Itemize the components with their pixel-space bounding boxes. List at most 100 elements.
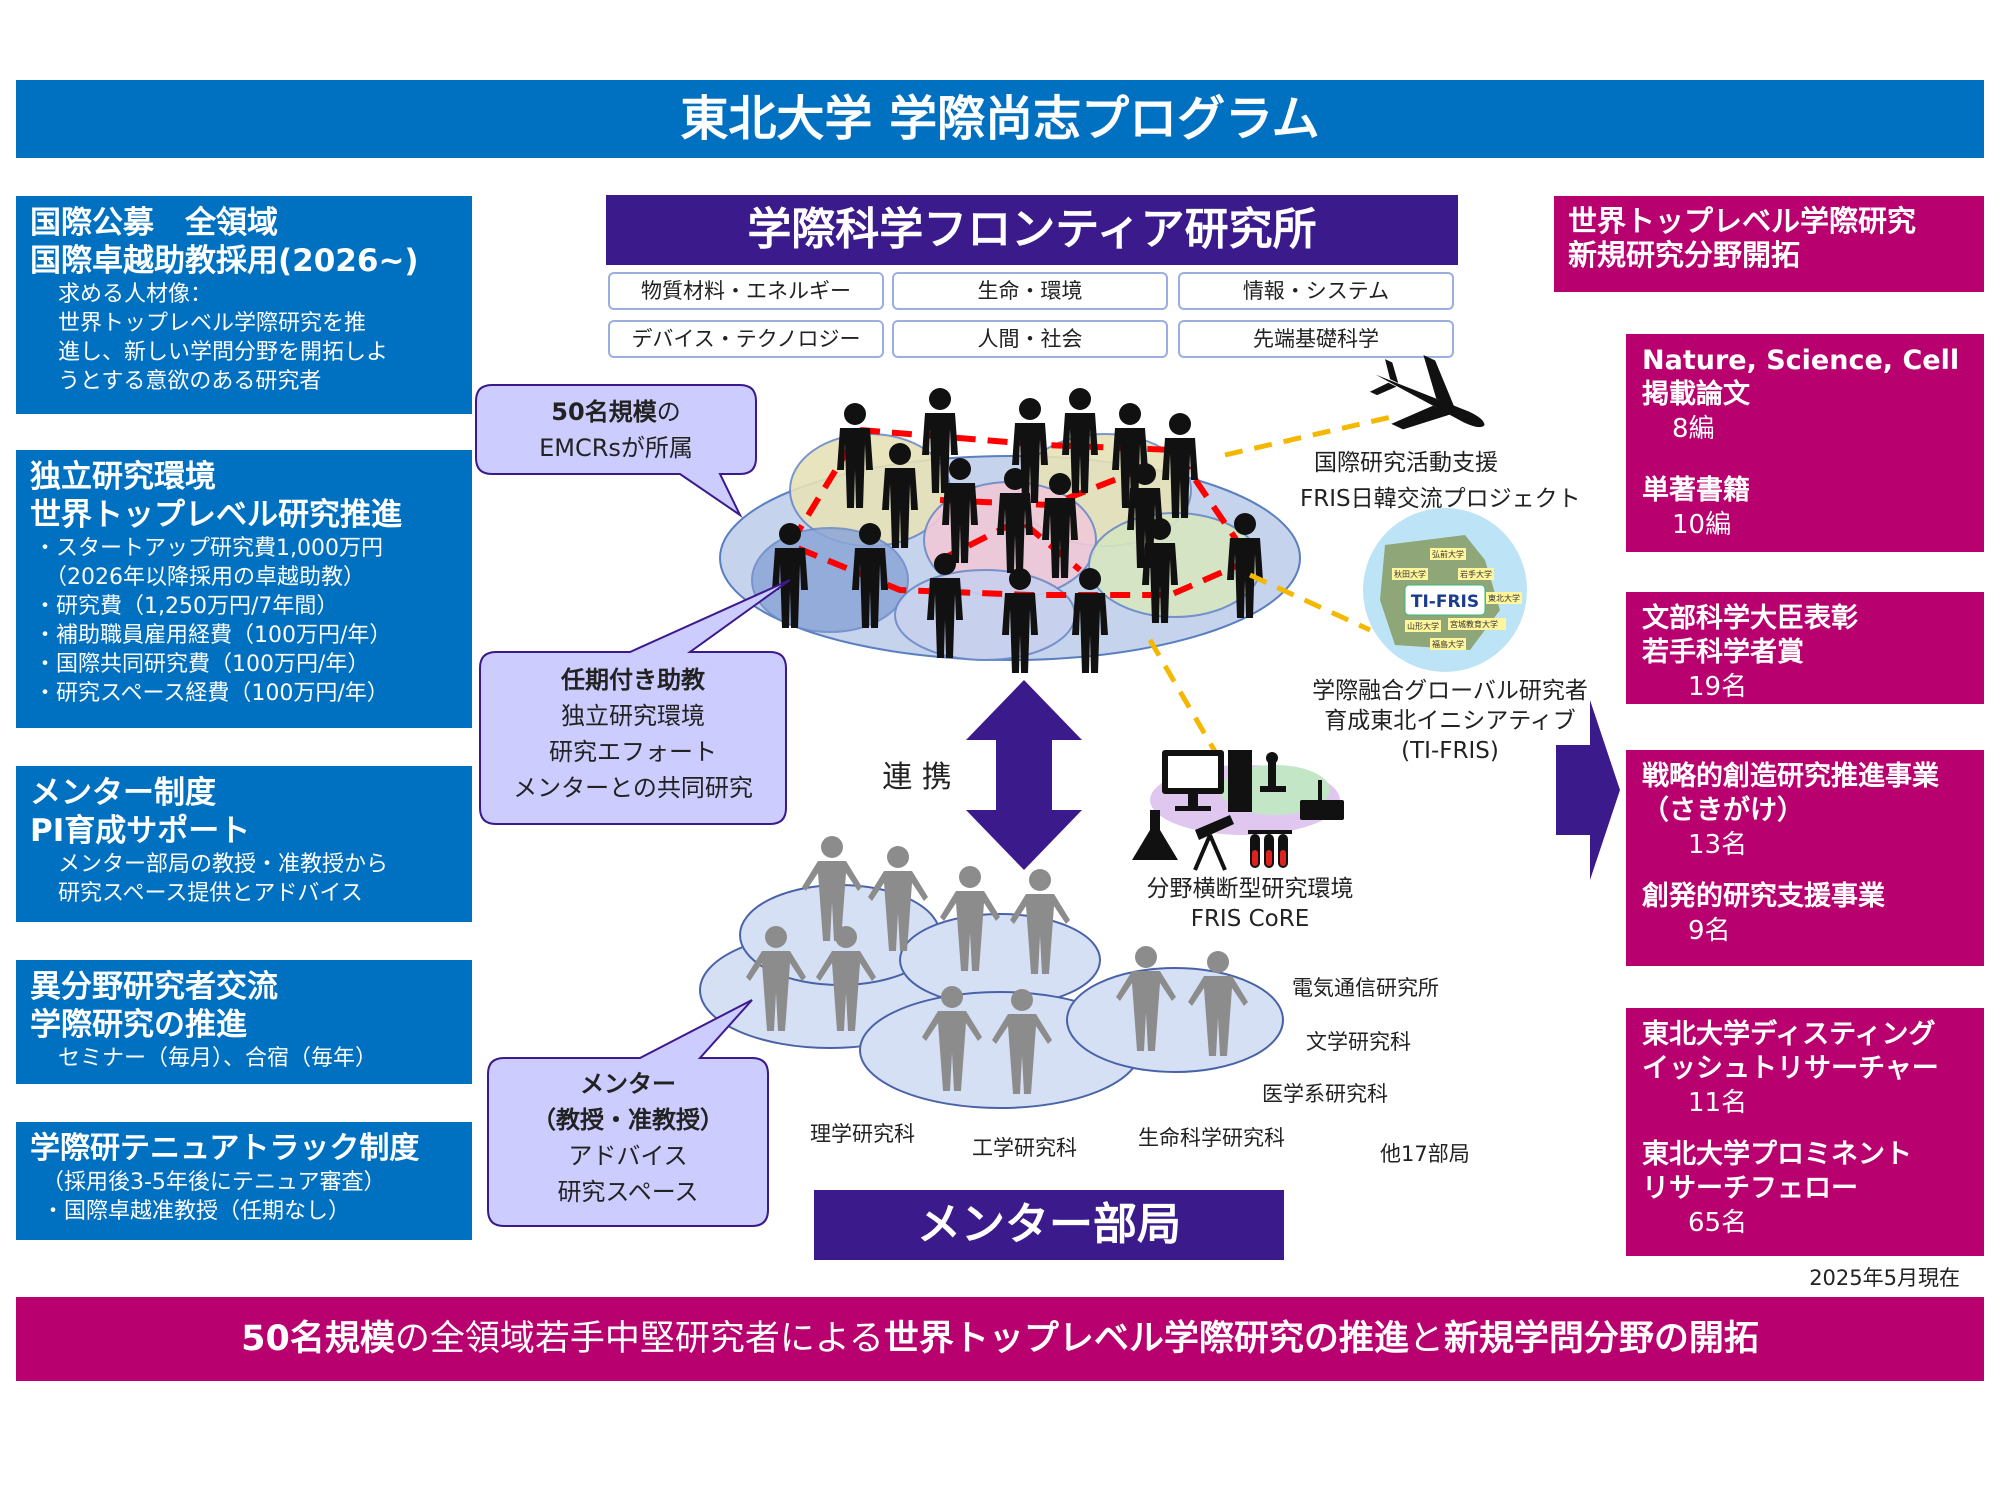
- result-value: 13名: [1688, 830, 1748, 860]
- department-label: 医学系研究科: [1262, 1082, 1388, 1106]
- map-label: 宮城教育大学: [1450, 619, 1498, 629]
- callout-assistant-line: 独立研究環境: [561, 702, 705, 730]
- callout-assistant-line: 研究エフォート: [549, 738, 717, 766]
- box-text: ・国際卓越准教授（任期なし）: [42, 1199, 351, 1224]
- box-text: 求める人材像：: [58, 282, 213, 307]
- right-header: 世界トップレベル学際研究 新規研究分野開拓: [1554, 196, 1984, 292]
- result-label: 単著書籍: [1642, 475, 1750, 506]
- callout-mentor-line: 研究スペース: [557, 1178, 699, 1206]
- callout-assistant-bubble: [479, 579, 791, 825]
- collaboration-arrow: [966, 680, 1082, 870]
- department-label: 他17部局: [1380, 1142, 1470, 1166]
- core-line: FRIS CoRE: [1190, 906, 1310, 932]
- summary-part: 世界トップレベル学際研究の推進: [883, 1319, 1409, 1359]
- box-heading: PI育成サポート: [30, 813, 251, 849]
- box-text: 世界トップレベル学際研究を推: [58, 311, 367, 336]
- field-chip: 人間・社会: [892, 320, 1168, 358]
- result-label: リサーチフェロー: [1642, 1173, 1858, 1204]
- tifris-line: (TI-FRIS): [1401, 738, 1499, 764]
- field-chip: 生命・環境: [892, 272, 1168, 310]
- summary-part: と: [1408, 1319, 1444, 1359]
- box-text: （2026年以降採用の卓越助教）: [34, 565, 365, 590]
- result-label: （さきがけ）: [1642, 795, 1804, 826]
- result-label: 創発的研究支援事業: [1642, 881, 1885, 912]
- department-label: 電気通信研究所: [1292, 976, 1439, 1000]
- result-value: 11名: [1688, 1088, 1748, 1118]
- callout-mentor: メンター （教授・准教授） アドバイス 研究スペース: [488, 1066, 768, 1210]
- box-text: ・スタートアップ研究費1,000万円: [34, 536, 383, 561]
- summary-part: 新規学問分野の開拓: [1443, 1319, 1759, 1359]
- callout-assistant-line: メンターとの共同研究: [513, 774, 753, 802]
- result-box-papers: Nature, Science, Cell 掲載論文 8編 単著書籍 10編: [1626, 334, 1984, 552]
- summary-part: の全領域若手中堅研究者による: [394, 1319, 884, 1359]
- map-label: 岩手大学: [1460, 569, 1492, 579]
- box-text: （採用後3-5年後にテニュア審査）: [42, 1170, 386, 1195]
- intl-support-line: FRIS日韓交流プロジェクト: [1300, 486, 1581, 512]
- field-chip: 先端基礎科学: [1178, 320, 1454, 358]
- right-header-line: 新規研究分野開拓: [1568, 238, 1801, 272]
- result-value: 10編: [1672, 510, 1732, 540]
- box-text: ・研究スペース経費（100万円/年）: [34, 681, 389, 706]
- result-value: 19名: [1688, 672, 1748, 702]
- box-heading: 学際研テニュアトラック制度: [30, 1131, 420, 1166]
- box-text: ・研究費（1,250万円/7年間）: [34, 594, 339, 619]
- emcr-network: [719, 388, 1301, 673]
- map-label: 東北大学: [1488, 593, 1520, 603]
- box-heading: メンター制度: [30, 775, 216, 811]
- callout-emcr: 50名規模の EMCRsが所属: [476, 394, 756, 466]
- callout-emcr-text: EMCRsが所属: [539, 434, 693, 462]
- left-box-exchange: 異分野研究者交流 学際研究の推進 セミナー（毎月）、合宿（毎年）: [16, 960, 472, 1084]
- tifris-label: 学際融合グローバル研究者 育成東北イニシアティブ (TI-FRIS): [1280, 676, 1620, 766]
- institute-title: 学際科学フロンティア研究所: [606, 195, 1458, 265]
- callout-mentor-bubble: [487, 999, 769, 1227]
- map-label: 福島大学: [1432, 639, 1464, 649]
- box-text: ・補助職員雇用経費（100万円/年）: [34, 623, 392, 648]
- summary-part: 50名規模: [241, 1319, 395, 1359]
- box-heading: 国際公募 全領域: [30, 205, 278, 241]
- result-label: 文部科学大臣表彰: [1642, 603, 1858, 634]
- result-box-fellows: 東北大学ディスティング イッシュトリサーチャー 11名 東北大学プロミネント リ…: [1626, 1008, 1984, 1256]
- map-label: 山形大学: [1407, 621, 1439, 631]
- core-line: 分野横断型研究環境: [1146, 876, 1354, 902]
- box-heading: 学際研究の推進: [30, 1007, 247, 1043]
- result-box-grants: 戦略的創造研究推進事業 （さきがけ） 13名 創発的研究支援事業 9名: [1626, 750, 1984, 966]
- callout-mentor-title: メンター: [580, 1070, 676, 1098]
- intl-support-label: 国際研究活動支援 FRIS日韓交流プロジェクト: [1300, 448, 1640, 514]
- left-box-environment: 独立研究環境 世界トップレベル研究推進 ・スタートアップ研究費1,000万円 （…: [16, 450, 472, 728]
- callout-assistant: 任期付き助教 独立研究環境 研究エフォート メンターとの共同研究: [480, 662, 786, 806]
- box-heading: 世界トップレベル研究推進: [30, 497, 402, 533]
- callout-mentor-title: （教授・准教授）: [532, 1106, 724, 1134]
- support-links: [1147, 412, 1401, 762]
- result-label: イッシュトリサーチャー: [1642, 1053, 1939, 1084]
- box-text: 研究スペース提供とアドバイス: [58, 881, 363, 906]
- box-text: セミナー（毎月）、合宿（毎年）: [58, 1046, 378, 1071]
- collaboration-label: 連 携: [882, 760, 952, 795]
- tifris-logo: TI-FRIS: [1411, 592, 1479, 612]
- field-chip: 情報・システム: [1178, 272, 1454, 310]
- map-label: 弘前大学: [1432, 549, 1464, 559]
- callout-emcr-bubble: [475, 384, 757, 518]
- result-value: 65名: [1688, 1208, 1748, 1238]
- callout-assistant-title: 任期付き助教: [561, 666, 705, 694]
- box-heading: 異分野研究者交流: [30, 969, 278, 1005]
- left-box-tenure: 学際研テニュアトラック制度 （採用後3-5年後にテニュア審査） ・国際卓越准教授…: [16, 1122, 472, 1240]
- result-label: 戦略的創造研究推進事業: [1642, 761, 1939, 792]
- airplane-icon: [1369, 354, 1485, 430]
- map-label: 秋田大学: [1394, 569, 1426, 579]
- page-title: 東北大学 学際尚志プログラム: [16, 80, 1984, 158]
- result-value: 8編: [1672, 414, 1715, 444]
- tifris-line: 学際融合グローバル研究者: [1312, 678, 1588, 704]
- tifris-map-icon: TI-FRIS 弘前大学 秋田大学 岩手大学 東北大学 山形大学 宮城教育大学 …: [1363, 508, 1527, 672]
- tifris-line: 育成東北イニシアティブ: [1324, 708, 1576, 734]
- department-label: 生命科学研究科: [1138, 1126, 1285, 1150]
- lab-equipment-icon: [1132, 750, 1344, 871]
- department-label: 文学研究科: [1306, 1030, 1411, 1054]
- intl-support-line: 国際研究活動支援: [1314, 450, 1498, 476]
- box-text: メンター部局の教授・准教授から: [58, 852, 389, 877]
- callout-mentor-line: アドバイス: [568, 1142, 688, 1170]
- result-label: 掲載論文: [1642, 379, 1750, 410]
- right-header-line: 世界トップレベル学際研究: [1568, 204, 1917, 238]
- result-label: 東北大学プロミネント: [1642, 1139, 1912, 1170]
- box-text: うとする意欲のある研究者: [58, 369, 322, 394]
